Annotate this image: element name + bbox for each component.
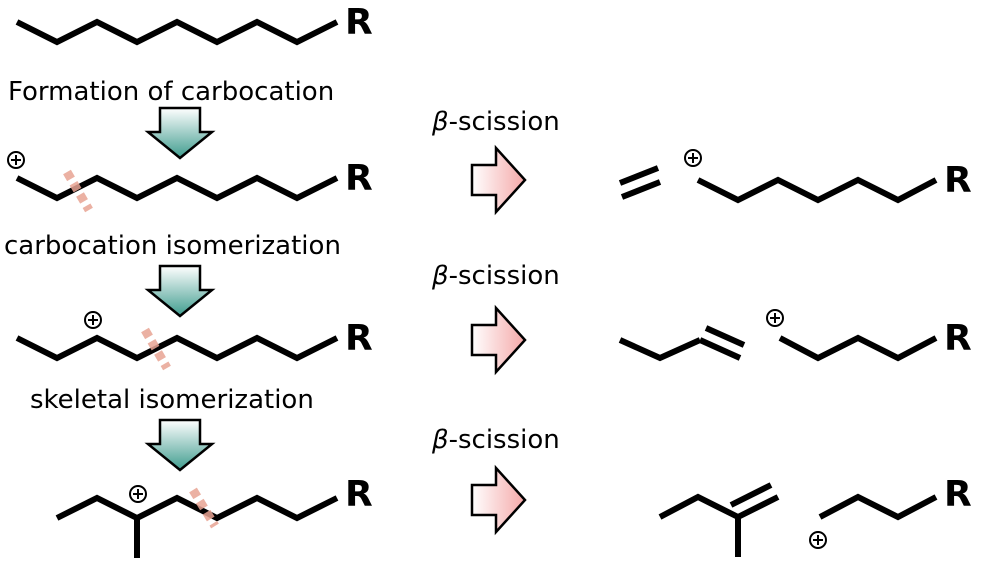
carbocation-branched: R (55, 474, 373, 558)
product-chain-3 (818, 493, 938, 521)
cleavage-mark-3 (189, 487, 219, 529)
double-bond-line-b (620, 179, 662, 200)
isobutene-chain (658, 493, 740, 520)
carbocation-chain-3 (55, 494, 339, 522)
plus-charge-icon (684, 149, 702, 167)
r-group-label: R (944, 160, 972, 201)
down-arrow-3 (144, 418, 216, 472)
carbocation-secondary: R (15, 311, 373, 371)
plus-charge-icon (84, 311, 102, 329)
cleavage-mark-2 (141, 327, 171, 371)
product-ethylene (618, 165, 662, 200)
carbocation-chain-2 (15, 334, 339, 362)
product-isobutene (658, 482, 780, 557)
plus-charge-icon (129, 485, 147, 503)
down-arrow-2 (144, 264, 216, 318)
product-chain-2 (778, 334, 938, 362)
right-arrow-3 (470, 464, 527, 536)
product-carbocation-3: R (809, 474, 972, 549)
double-bond-line-a (736, 494, 780, 520)
product-carbocation-1: R (684, 149, 972, 204)
carbocation-primary: R (7, 151, 373, 213)
cleavage-mark-1 (63, 169, 93, 213)
r-group-label: R (345, 2, 373, 43)
plus-charge-icon (7, 151, 25, 169)
product-chain-1 (696, 176, 938, 204)
r-group-label: R (345, 474, 373, 515)
double-bond-line-b (704, 325, 746, 348)
carbocation-chain-1 (15, 174, 339, 202)
plus-charge-icon (809, 531, 827, 549)
product-carbocation-2: R (766, 309, 972, 362)
r-group-label: R (944, 474, 972, 515)
r-group-label: R (345, 158, 373, 199)
plus-charge-icon (766, 309, 784, 327)
right-arrow-1 (470, 144, 527, 216)
product-butene (618, 325, 746, 362)
r-group-label: R (944, 318, 972, 359)
beta-scission-label-1: β-scission (431, 107, 560, 137)
step-label-skeletal-isomerization: skeletal isomerization (30, 385, 314, 415)
starting-alkane: R (15, 2, 373, 46)
double-bond-line-a (618, 165, 660, 186)
butene-chain (618, 337, 702, 362)
beta-scission-label-2: β-scission (431, 261, 560, 291)
double-bond-line-b (729, 482, 773, 508)
down-arrow-1 (144, 106, 216, 160)
r-group-label: R (345, 318, 373, 359)
double-bond-line-a (698, 337, 742, 361)
step-label-formation: Formation of carbocation (8, 77, 334, 107)
step-label-carbocation-isomerization: carbocation isomerization (4, 231, 341, 261)
beta-scission-label-3: β-scission (431, 425, 560, 455)
alkane-chain (15, 18, 339, 46)
right-arrow-2 (470, 304, 527, 376)
